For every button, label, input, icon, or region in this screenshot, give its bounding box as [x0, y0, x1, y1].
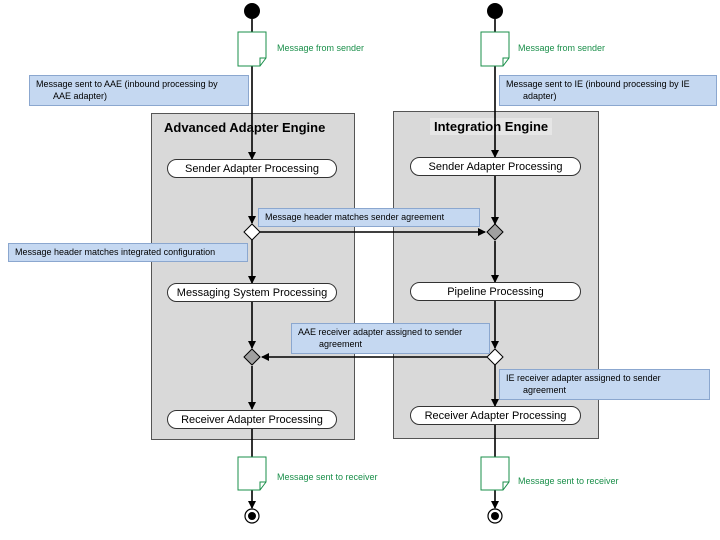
ie-receiver-adapter-note-line2: agreement: [523, 385, 567, 395]
ie-end-node: [487, 508, 503, 524]
sender-agreement-note: Message header matches sender agreement: [258, 208, 480, 227]
aae-merge-receiver: [243, 348, 261, 366]
aae-decision-integrated-config: [243, 223, 261, 241]
ie-receiver-adapter-note: IE receiver adapter assigned to sender a…: [499, 369, 710, 400]
aae-receiver-adapter-note-line2: agreement: [319, 339, 363, 349]
ie-sender-adapter-processing: Sender Adapter Processing: [410, 157, 581, 176]
ie-inbound-note-line1: Message sent to IE (inbound processing b…: [506, 79, 690, 89]
ie-pipeline-processing: Pipeline Processing: [410, 282, 581, 301]
ie-start-node: [487, 3, 503, 19]
ie-message-from-sender-label: Message from sender: [518, 43, 606, 53]
ie-receiver-adapter-note-line1: IE receiver adapter assigned to sender: [506, 373, 661, 383]
aae-inbound-note-line1: Message sent to AAE (inbound processing …: [36, 79, 218, 89]
aae-receiver-doc-icon: [237, 456, 267, 491]
ie-title: Integration Engine: [430, 118, 553, 135]
aae-receiver-adapter-processing: Receiver Adapter Processing: [167, 410, 337, 429]
integrated-configuration-note: Message header matches integrated config…: [8, 243, 248, 262]
ie-receiver-adapter-processing: Receiver Adapter Processing: [410, 406, 581, 425]
aae-message-doc-icon: [237, 31, 267, 67]
aae-title: Advanced Adapter Engine: [160, 119, 330, 136]
ie-decision-receiver-adapter: [486, 348, 504, 366]
ie-message-sent-to-receiver-label: Message sent to receiver: [518, 476, 619, 486]
ie-inbound-note-line2: adapter): [523, 91, 557, 101]
ie-decision-sender-agreement: [486, 223, 504, 241]
aae-message-from-sender-label: Message from sender: [277, 43, 365, 53]
aae-receiver-adapter-note-line1: AAE receiver adapter assigned to sender: [298, 327, 463, 337]
ie-message-doc-icon: [480, 31, 510, 67]
aae-receiver-adapter-note: AAE receiver adapter assigned to sender …: [291, 323, 490, 354]
ie-receiver-doc-icon: [480, 456, 510, 491]
aae-start-node: [244, 3, 260, 19]
aae-end-node: [244, 508, 260, 524]
aae-sender-adapter-processing: Sender Adapter Processing: [167, 159, 337, 178]
aae-inbound-note: Message sent to AAE (inbound processing …: [29, 75, 249, 106]
aae-message-sent-to-receiver-label: Message sent to receiver: [277, 472, 378, 482]
ie-inbound-note: Message sent to IE (inbound processing b…: [499, 75, 717, 106]
aae-inbound-note-line2: AAE adapter): [53, 91, 108, 101]
aae-messaging-system-processing: Messaging System Processing: [167, 283, 337, 302]
